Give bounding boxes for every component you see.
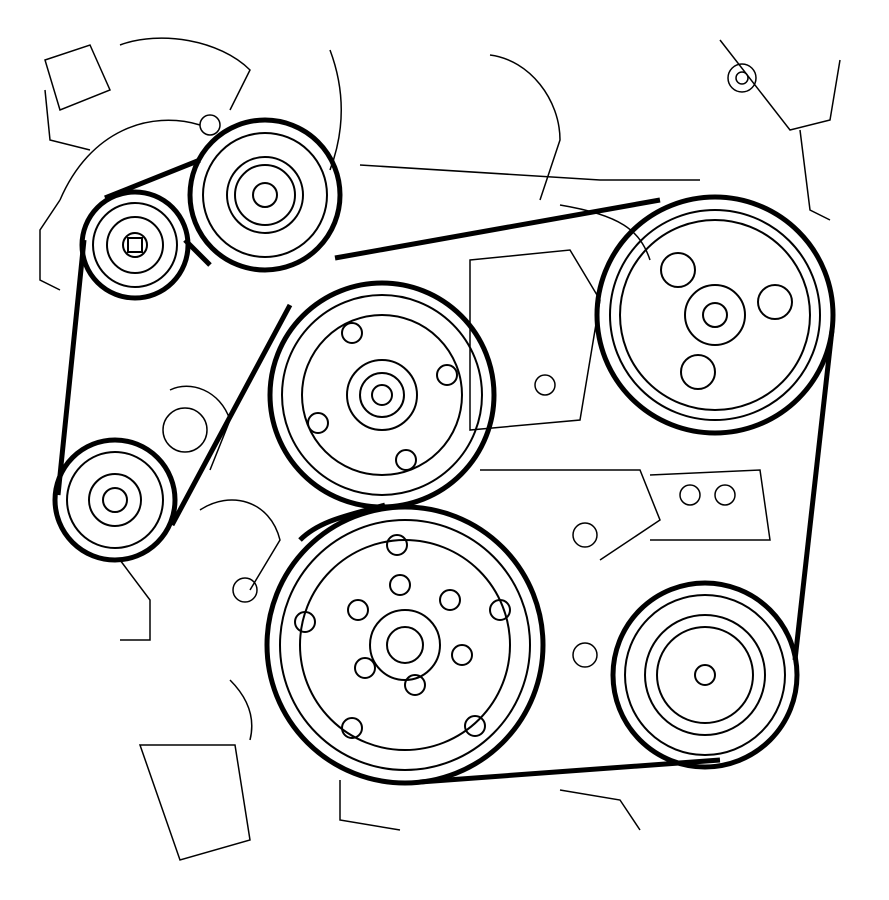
- belt-segment-bottom: [419, 757, 721, 785]
- engine-background-linework: [39, 37, 841, 861]
- right-pulley: [594, 194, 836, 436]
- belt-segment-top: [334, 197, 661, 261]
- belt-segment-right: [792, 329, 835, 661]
- center-pulley: [267, 280, 497, 510]
- upper-idler-pulley: [187, 117, 343, 273]
- left-tensioner-pulley: [52, 437, 178, 563]
- serpentine-belt: [55, 157, 835, 785]
- crankshaft-pulley: [264, 504, 546, 786]
- upper-left-idler-pulley: [79, 189, 191, 301]
- belt-segment-tensioner-to-center: [169, 303, 293, 527]
- belt-segment-left: [55, 239, 87, 496]
- lower-right-pulley: [610, 580, 800, 770]
